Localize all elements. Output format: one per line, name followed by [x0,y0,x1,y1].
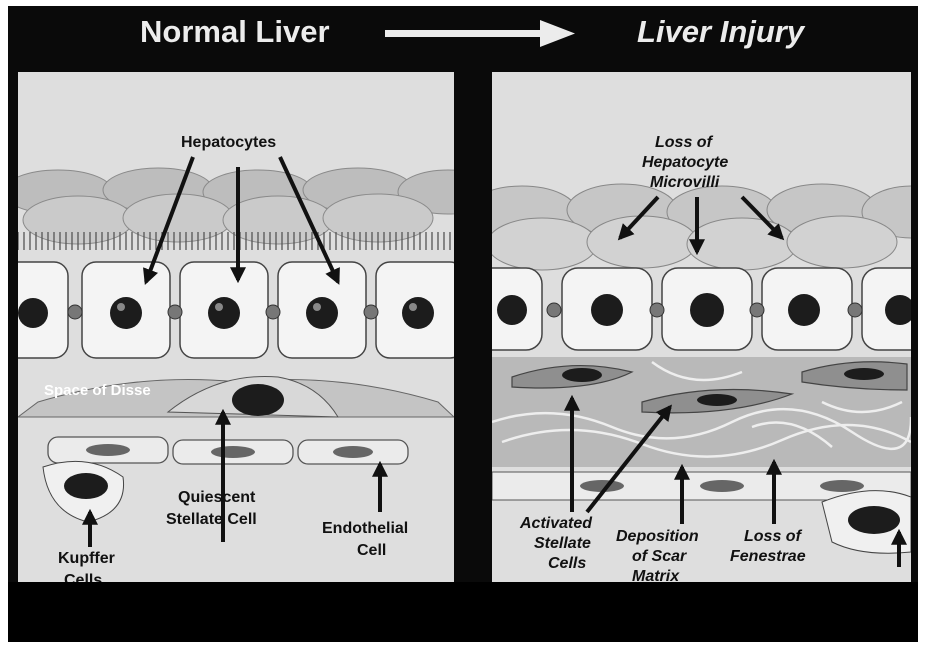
activated-stellate-label-line1: Activated [520,515,592,533]
quiescent-stellate-label-line2: Stellate Cell [166,511,257,529]
hepatocytes-label: Hepatocytes [181,134,276,152]
activated-stellate-label-line3: Cells [548,555,586,573]
loss-of-fenestrae-label-line2: Fenestrae [730,548,806,566]
loss-of-microvilli-label-line3: Microvilli [650,174,719,192]
endothelial-cell-label-line1: Endothelial [322,520,408,538]
normal-liver-title: Normal Liver [140,14,330,50]
loss-of-microvilli-label-line2: Hepatocyte [642,154,728,172]
deposition-label-line2: of Scar [632,548,686,566]
liver-injury-panel: Loss of Hepatocyte Microvilli Activated … [492,72,911,582]
deposition-label-line3: Matrix [632,568,679,582]
kupffer-cells-label-line1: Kupffer [58,550,115,568]
loss-of-microvilli-label-line1: Loss of [655,134,712,152]
loss-of-fenestrae-label-line1: Loss of [744,528,801,546]
deposition-label-line1: Deposition [616,528,699,546]
activated-stellate-label-line2: Stellate [534,535,591,553]
quiescent-stellate-label-line1: Quiescent [178,489,255,507]
progression-arrow-icon [385,18,580,50]
liver-injury-title: Liver Injury [637,14,804,50]
kupffer-cells-label-line2: Cells [64,572,102,582]
normal-liver-panel: Hepatocytes Space of Disse Quiescent Ste… [18,72,454,582]
space-of-disse-label: Space of Disse [44,382,151,400]
bottom-bar [8,582,918,642]
endothelial-cell-label-line2: Cell [357,542,386,560]
